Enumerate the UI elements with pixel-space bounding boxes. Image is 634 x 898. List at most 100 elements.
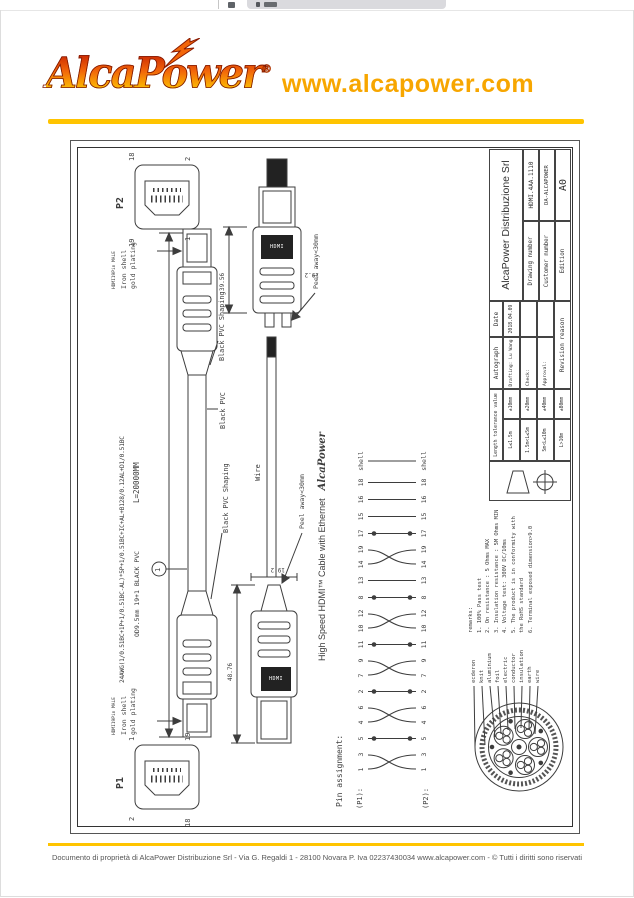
tolerance-range-4: L>10m bbox=[554, 419, 571, 461]
empty-cell bbox=[520, 301, 537, 337]
pin-number: 3 bbox=[356, 752, 365, 757]
pin-number: 13 bbox=[419, 576, 428, 585]
pin-number: 7 bbox=[356, 673, 365, 678]
pin-number: shell bbox=[419, 451, 428, 471]
wire-label: Wire bbox=[254, 464, 262, 481]
pin-number: 6 bbox=[419, 705, 428, 710]
drain-symbol bbox=[366, 730, 418, 747]
technical-drawing-sheet: P1 2 1 18 19 P2 19 18 1 2 HDMI19Pin MALE… bbox=[70, 140, 580, 834]
p1-label: P1 bbox=[115, 776, 126, 789]
zoom-control-fragment[interactable] bbox=[247, 0, 446, 9]
remark-2: 2. On resistance : 5 Ohms MAX bbox=[485, 538, 491, 633]
cs-label-aluminium: aluminium bbox=[487, 653, 493, 683]
remark-5a: 5. The product is in conformity with bbox=[510, 516, 517, 633]
toolbar-divider bbox=[218, 0, 219, 9]
line-symbol bbox=[366, 491, 418, 508]
hdmi-logo-text: HDMI bbox=[268, 676, 284, 683]
zoom-glyph bbox=[264, 2, 277, 7]
drain-symbol bbox=[366, 683, 418, 700]
pin-number: 18 bbox=[419, 478, 428, 487]
p2-shell-note-1: Iron shell bbox=[120, 249, 128, 289]
cs-label-earth: earth bbox=[527, 666, 533, 683]
alcapower-logo: AlcaPower® bbox=[46, 48, 273, 98]
tolerance-value-2: ±20mm bbox=[520, 389, 537, 419]
pin-number: 4 bbox=[356, 720, 365, 725]
tolerance-value-1: ±10mm bbox=[503, 389, 520, 419]
p1-shell-note-1: Iron shell bbox=[120, 695, 128, 735]
drain-symbol bbox=[366, 636, 418, 653]
drain-symbol bbox=[366, 525, 418, 542]
yellow-rule-bottom bbox=[48, 843, 584, 846]
edition-cell: A0 bbox=[555, 149, 571, 221]
tolerance-value-3: ±40mm bbox=[537, 389, 554, 419]
overall-length-dim: L=20000MM bbox=[132, 462, 141, 503]
tolerance-header-cell: Length tolerance value bbox=[489, 389, 503, 461]
remark-4: 4. Voltage test: 300V DC/10ms bbox=[502, 538, 508, 633]
cs-label-foil: foil bbox=[495, 669, 501, 683]
viewer-toolbar-fragment bbox=[0, 0, 634, 11]
p1-pin-19: 19 bbox=[184, 732, 192, 741]
peel-away-label-1: Peel away<30mm bbox=[298, 474, 306, 529]
twist-symbol bbox=[366, 542, 418, 572]
pin-row1-label: (P1): bbox=[356, 787, 364, 809]
pin-number: 11 bbox=[419, 640, 428, 649]
hdmi-logo-box-2: HDMI bbox=[261, 235, 293, 259]
tolerance-value-4: ±80mm bbox=[554, 389, 571, 419]
date-header-cell: Date bbox=[489, 301, 503, 337]
footer-text: Documento di proprietà di AlcaPower Dist… bbox=[51, 853, 583, 862]
pin-number: 1 bbox=[356, 767, 365, 772]
black-pvc-shaping-label-2: Black PVC Shaping bbox=[218, 291, 226, 361]
hdmi-logo-box-1: HDMI bbox=[261, 667, 291, 691]
lightning-bolt-icon bbox=[163, 38, 200, 69]
p2-pin-2: 2 bbox=[184, 156, 192, 161]
black-pvc-label: Black PVC bbox=[219, 392, 227, 429]
drawing-number-cell: HDMI.4AA.1110 bbox=[523, 149, 539, 221]
tolerance-range-1: L≤1.5m bbox=[503, 419, 520, 461]
p1-length-dim: 48.76 bbox=[227, 662, 234, 681]
pin-number: 5 bbox=[419, 736, 428, 741]
cs-label-ecderon: ecderon bbox=[471, 659, 477, 683]
pin-number: 17 bbox=[356, 529, 365, 538]
pin-number: 18 bbox=[356, 478, 365, 487]
autograph-header-cell: Autograph bbox=[489, 337, 503, 389]
tolerance-range-3: 5m<L≤10m bbox=[537, 419, 554, 461]
peel-away-label-2: Peel away<30mm bbox=[312, 234, 320, 289]
empty-cell bbox=[537, 301, 554, 337]
balloon-1: 1 bbox=[154, 567, 162, 572]
pin-number: 12 bbox=[419, 609, 428, 618]
pin-number: shell bbox=[356, 451, 365, 471]
pin-assignment-title: Pin assignment: bbox=[335, 734, 344, 807]
cable-spec-line2: OD9.5mm 19+1 BLACK PVC bbox=[133, 550, 141, 637]
pin-number: 9 bbox=[356, 658, 365, 663]
cs-label-conductor: conductor bbox=[511, 653, 517, 683]
p2-shell-note-2: gold plating bbox=[129, 242, 137, 289]
p2-pin-18: 18 bbox=[128, 152, 136, 161]
edition-label-cell: Edition bbox=[555, 221, 571, 301]
pin-number: 15 bbox=[419, 512, 428, 521]
pin-number: 17 bbox=[419, 529, 428, 538]
line-symbol bbox=[366, 572, 418, 589]
pin-group-shell: shell shell bbox=[355, 448, 429, 474]
projection-symbol-cell bbox=[489, 461, 571, 501]
date-value-cell: 2018.04.09 bbox=[503, 301, 520, 337]
pin-number: 2 bbox=[419, 689, 428, 694]
pin-number: 14 bbox=[356, 560, 365, 569]
website-link[interactable]: www.alcapower.com bbox=[282, 70, 535, 98]
cs-label-electric: electric bbox=[503, 656, 509, 684]
remark-3: 3. Insulation resistance : 5M Ohms MIN bbox=[493, 509, 500, 633]
pin-number: 3 bbox=[419, 752, 428, 757]
pin-number: 8 bbox=[419, 595, 428, 600]
p1-shell-note-2: gold plating bbox=[129, 688, 137, 735]
pin-row2-label: (P2): bbox=[422, 787, 430, 809]
line-symbol bbox=[366, 508, 418, 525]
toolbar-icon[interactable] bbox=[228, 2, 235, 8]
